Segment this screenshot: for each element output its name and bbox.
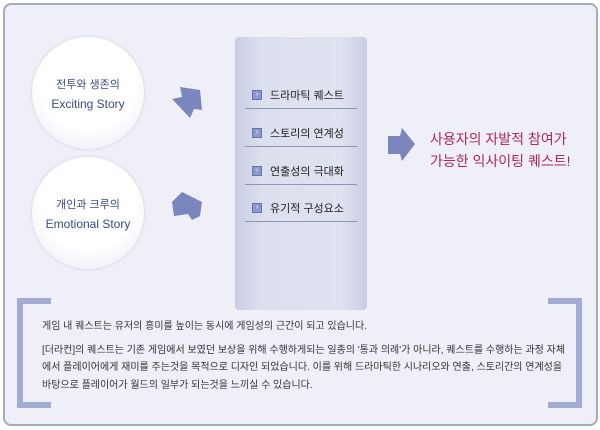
feature-item: › 스토리의 연계성: [245, 119, 357, 147]
exciting-story-circle: 전투와 생존의 Exciting Story: [32, 37, 144, 149]
left-bracket: [17, 298, 51, 408]
feature-label: 연출성의 극대화: [270, 165, 344, 178]
result-text: 사용자의 자발적 참여가 가능한 익사이팅 퀘스트!: [430, 128, 570, 172]
arrow-down-right-icon: [172, 87, 202, 118]
feature-panel: › 드라마틱 퀘스트 › 스토리의 연계성 › 연출성의 극대화 › 유기적 구성요소: [235, 37, 367, 310]
circle-subtitle: 개인과 크루의: [56, 198, 120, 211]
emotional-story-circle: 개인과 크루의 Emotional Story: [32, 157, 144, 269]
feature-item: › 유기적 구성요소: [245, 194, 357, 222]
feature-label: 스토리의 연계성: [270, 127, 344, 140]
arrow-up-right-icon: [172, 192, 202, 220]
circle-title: Emotional Story: [45, 216, 131, 231]
description-paragraph: 게임 내 퀘스트는 유저의 흥미를 높이는 동시에 게임성의 근간이 되고 있습…: [42, 321, 367, 332]
result-line: 사용자의 자발적 참여가: [430, 131, 567, 147]
feature-label: 유기적 구성요소: [270, 202, 344, 215]
right-bracket: [548, 298, 582, 408]
feature-item: › 연출성의 극대화: [245, 157, 357, 185]
bullet-icon: ›: [252, 165, 262, 176]
bullet-icon: ›: [252, 127, 262, 138]
arrow-right-icon: [388, 128, 415, 161]
bullet-icon: ›: [252, 202, 262, 213]
feature-item: › 드라마틱 퀘스트: [245, 81, 357, 109]
bullet-icon: ›: [252, 89, 262, 100]
result-line: 가능한 익사이팅 퀘스트!: [430, 153, 571, 169]
circle-subtitle: 전투와 생존의: [56, 78, 120, 91]
circle-title: Exciting Story: [51, 96, 125, 111]
feature-label: 드라마틱 퀘스트: [270, 89, 344, 102]
description: 게임 내 퀘스트는 유저의 흥미를 높이는 동시에 게임성의 근간이 되고 있습…: [42, 318, 572, 400]
description-paragraph: [더라컨]의 퀘스트는 기존 게임에서 보였던 보상을 위해 수행하게되는 일종…: [42, 344, 566, 391]
